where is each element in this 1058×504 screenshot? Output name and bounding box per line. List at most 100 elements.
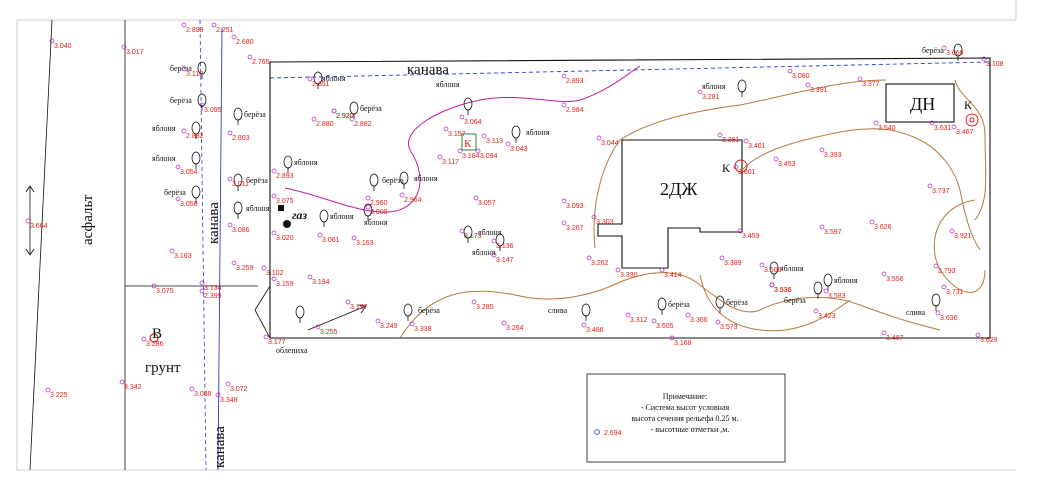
tree-icon xyxy=(191,121,201,139)
elevation-label: 3.255 xyxy=(320,329,338,336)
elevation-label: 3.536 xyxy=(774,287,792,294)
elevation-point-icon xyxy=(443,126,449,132)
elevation-point-icon xyxy=(787,68,793,74)
tree-icon xyxy=(313,71,323,89)
tree-label: берёза xyxy=(164,188,186,197)
tree-icon xyxy=(399,171,409,189)
elevation-point-icon xyxy=(365,204,371,210)
elevation-point-icon xyxy=(231,34,237,40)
ground-label: грунт xyxy=(145,360,181,376)
tree-label: берёза xyxy=(668,300,690,309)
elevation-point-icon xyxy=(737,228,743,234)
house-label: 2ДЖ xyxy=(660,179,698,199)
elevation-point-icon xyxy=(823,288,829,294)
tree-label: яблоня xyxy=(834,276,858,285)
elevation-label: 2.680 xyxy=(236,39,254,46)
tree-icon xyxy=(191,185,201,203)
elevation-label: 2.960 xyxy=(370,200,388,207)
k-corner-label: К xyxy=(964,98,973,112)
contour-3 xyxy=(741,128,981,251)
tree-label: берёза xyxy=(726,298,748,307)
elevation-label: 3.177 xyxy=(268,339,286,346)
trees-layer: берёза берёза яблоня яблоня берёза берёза берё… xyxy=(152,43,963,355)
elevation-point-icon xyxy=(459,114,465,120)
elevation-label: 3.921 xyxy=(954,233,972,240)
elevation-point-icon xyxy=(881,330,887,336)
elevation-label: 3.486 xyxy=(586,327,604,334)
elevation-point-icon xyxy=(175,196,181,202)
well-v-icon xyxy=(149,333,159,343)
elevation-label: 3.459 xyxy=(742,233,760,240)
tree-label: берёза xyxy=(784,296,806,305)
hatch-k-icon xyxy=(461,133,477,151)
tree-label: берёза xyxy=(170,96,192,105)
elevation-point-icon xyxy=(307,274,313,280)
elevation-label: 2.893 xyxy=(276,173,294,180)
tree-label: слива xyxy=(906,308,925,317)
elevation-label: 3.040 xyxy=(54,43,72,50)
elevation-point-icon xyxy=(813,308,819,314)
road-arrow-head-bottom xyxy=(25,248,35,256)
elevation-point-icon xyxy=(227,176,233,182)
elevation-point-icon xyxy=(151,283,157,289)
tree-label: яблоня xyxy=(436,80,460,89)
elevation-label: 2.880 xyxy=(316,121,334,128)
elevation-point-icon xyxy=(491,238,497,244)
elevation-point-icon xyxy=(773,156,779,162)
elevation-point-icon xyxy=(271,168,277,174)
elevation-label: 3.197 xyxy=(350,304,368,311)
elevation-point-icon xyxy=(199,288,205,294)
elevation-label: 3.737 xyxy=(932,188,950,195)
shed-outline xyxy=(885,83,955,123)
tree-label: яблоня xyxy=(322,74,346,83)
elevation-label: 3.163 xyxy=(174,253,192,260)
elevation-point-icon xyxy=(409,321,415,327)
elevation-point-icon xyxy=(119,379,125,385)
elevation-label: 3.044 xyxy=(601,140,619,147)
tree-icon xyxy=(511,125,521,143)
elevation-point-icon xyxy=(25,218,31,224)
elevation-label: 2.920 xyxy=(336,113,354,120)
elevation-point-icon xyxy=(307,76,313,82)
elevation-label: 3.249 xyxy=(380,323,398,330)
elevation-label: 3.134 xyxy=(204,285,222,292)
elevation-label: 2.251 xyxy=(216,27,234,34)
elevation-label: 3.342 xyxy=(124,384,142,391)
tree-label: яблоня xyxy=(472,248,496,257)
elevation-point-icon xyxy=(227,222,233,228)
contour-4 xyxy=(954,79,987,221)
elevation-point-icon xyxy=(491,252,497,258)
asphalt-label: асфальт xyxy=(80,194,96,245)
elevation-point-icon xyxy=(819,147,825,153)
elevation-label: 2.651 xyxy=(312,81,330,88)
elevation-label: 2.399 xyxy=(204,293,222,300)
elevation-label: 3.414 xyxy=(664,272,682,279)
elevation-point-icon xyxy=(199,102,205,108)
tree-label: яблоня xyxy=(780,264,804,273)
elevation-point-icon xyxy=(941,45,947,51)
elevation-label: 3.330 xyxy=(620,272,638,279)
tree-icon xyxy=(813,281,823,299)
elevation-point-icon xyxy=(231,260,237,266)
elevation-label: 3.393 xyxy=(824,152,842,159)
legend-box xyxy=(586,373,786,463)
elevation-point-icon xyxy=(211,22,217,28)
elevation-point-icon xyxy=(459,228,465,234)
tree-label: берёза xyxy=(170,64,192,73)
elevation-label: 3.075 xyxy=(156,288,174,295)
elevation-point-icon xyxy=(715,319,721,325)
elevation-label: 3.194 xyxy=(312,279,330,286)
elevation-label: 3.173 xyxy=(464,233,482,240)
k-hatch-label: К xyxy=(464,138,472,150)
tree-icon xyxy=(363,203,373,221)
entry-arrow-head xyxy=(357,304,367,314)
elevation-point-icon xyxy=(981,56,987,62)
elevation-label: 3.377 xyxy=(862,81,880,88)
elevation-label: 3.626 xyxy=(874,224,892,231)
elevation-point-icon xyxy=(561,220,567,226)
elevation-point-icon xyxy=(315,324,321,330)
gate-line-2 xyxy=(254,309,271,339)
elevation-label: 3.573 xyxy=(720,324,738,331)
tree-label: берёза xyxy=(360,104,382,113)
tree-icon xyxy=(953,43,963,61)
